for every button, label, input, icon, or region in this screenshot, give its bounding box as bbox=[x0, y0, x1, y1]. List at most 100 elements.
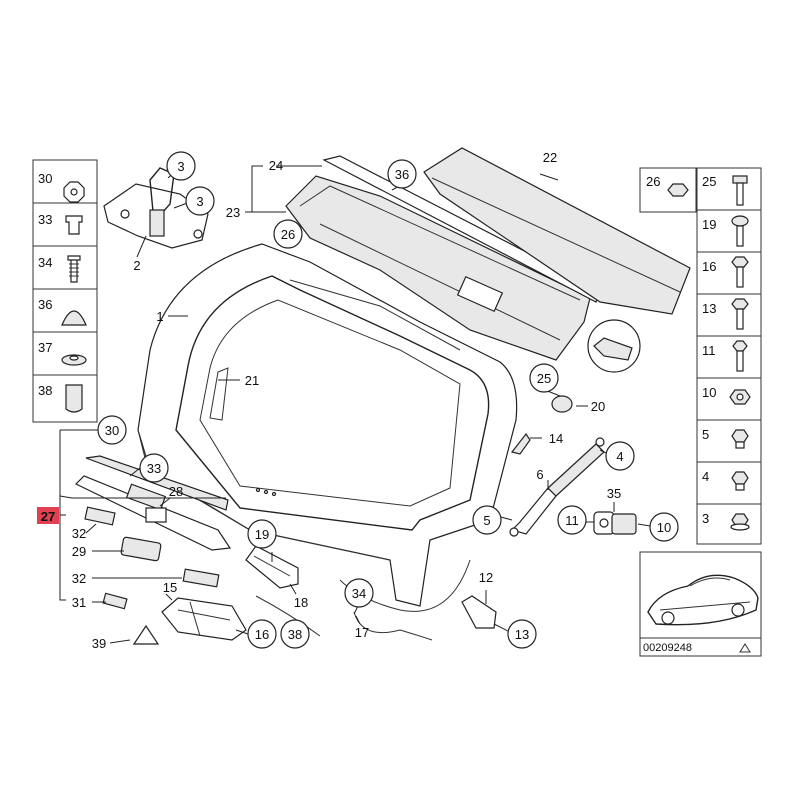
label-28: 28 bbox=[169, 484, 183, 499]
label-24: 24 bbox=[269, 158, 283, 173]
svg-text:4: 4 bbox=[616, 449, 623, 464]
callout-19: 19 bbox=[247, 519, 277, 549]
left-panel-label-34: 34 bbox=[38, 255, 52, 270]
callout-33: 33 bbox=[139, 453, 169, 483]
label-14: 14 bbox=[549, 431, 563, 446]
svg-text:18: 18 bbox=[294, 595, 308, 610]
svg-text:20: 20 bbox=[591, 399, 605, 414]
bump-stop-icon bbox=[65, 384, 83, 413]
license-trim-assembly bbox=[74, 455, 232, 588]
svg-text:3: 3 bbox=[177, 159, 184, 174]
svg-text:32: 32 bbox=[72, 526, 86, 541]
callout-16: 16 bbox=[247, 619, 277, 649]
spoiler-clip-detail bbox=[587, 319, 641, 373]
callout-34: 34 bbox=[344, 578, 374, 608]
highlighted-label-27: 27 bbox=[37, 507, 59, 524]
callout-3-hinge-top: 3 bbox=[166, 151, 196, 181]
svg-text:11: 11 bbox=[565, 513, 579, 528]
callout-26: 26 bbox=[273, 219, 303, 249]
right-panel-label-5: 5 bbox=[702, 427, 709, 442]
right-panel-label-25: 25 bbox=[702, 174, 716, 189]
buffer-assembly bbox=[593, 511, 637, 535]
right-panel-label-26: 26 bbox=[646, 174, 660, 189]
callout-36: 36 bbox=[387, 159, 417, 189]
warning-triangle-icon bbox=[739, 643, 751, 653]
left-panel-label-33: 33 bbox=[38, 212, 52, 227]
flange-nut-icon bbox=[730, 513, 750, 531]
label-21: 21 bbox=[245, 373, 259, 388]
label-6: 6 bbox=[536, 467, 543, 482]
svg-text:2: 2 bbox=[133, 258, 140, 273]
svg-text:25: 25 bbox=[537, 371, 551, 386]
svg-text:27: 27 bbox=[41, 509, 55, 524]
svg-text:13: 13 bbox=[515, 627, 529, 642]
release-cable bbox=[255, 595, 433, 641]
svg-text:3: 3 bbox=[196, 194, 203, 209]
left-panel-label-37: 37 bbox=[38, 340, 52, 355]
torx-bolt-icon bbox=[731, 215, 749, 247]
label-1: 1 bbox=[156, 309, 163, 324]
svg-text:36: 36 bbox=[395, 167, 409, 182]
striker-bracket bbox=[461, 595, 497, 629]
right-panel-label-10: 10 bbox=[702, 385, 716, 400]
right-panel-label-3: 3 bbox=[702, 511, 709, 526]
bolt-icon bbox=[732, 175, 748, 206]
svg-text:15: 15 bbox=[163, 580, 177, 595]
plastic-clip-icon bbox=[65, 215, 83, 235]
svg-text:24: 24 bbox=[269, 158, 283, 173]
svg-text:38: 38 bbox=[288, 627, 302, 642]
label-15: 15 bbox=[163, 580, 177, 595]
label-17: 17 bbox=[355, 625, 369, 640]
callout-13: 13 bbox=[507, 619, 537, 649]
hex-bolt-icon bbox=[731, 298, 749, 330]
rear-spoiler bbox=[423, 147, 691, 315]
label-23: 23 bbox=[226, 205, 240, 220]
callouts: 3 3 2 1 21 24 23 26 36 22 25 20 14 4 6 3… bbox=[72, 150, 679, 651]
svg-text:5: 5 bbox=[483, 513, 490, 528]
label-20: 20 bbox=[591, 399, 605, 414]
flange-bolt-icon bbox=[731, 256, 749, 288]
svg-text:33: 33 bbox=[147, 461, 161, 476]
vehicle-location-thumbnail: 00209248 bbox=[639, 551, 762, 657]
svg-text:30: 30 bbox=[105, 423, 119, 438]
svg-text:6: 6 bbox=[536, 467, 543, 482]
callout-4: 4 bbox=[605, 441, 635, 471]
callout-10: 10 bbox=[649, 512, 679, 542]
left-parts-panel: 30 33 34 36 37 38 bbox=[32, 159, 98, 423]
warning-label-icon bbox=[132, 624, 160, 645]
catalog-number: 00209248 bbox=[643, 642, 692, 654]
label-12: 12 bbox=[479, 570, 493, 585]
right-panel-label-19: 19 bbox=[702, 217, 716, 232]
svg-text:16: 16 bbox=[255, 627, 269, 642]
left-panel-label-36: 36 bbox=[38, 297, 52, 312]
hex-screw-icon bbox=[732, 340, 748, 372]
callout-5: 5 bbox=[472, 505, 502, 535]
label-2: 2 bbox=[133, 258, 140, 273]
svg-text:10: 10 bbox=[657, 520, 671, 535]
right-parts-panel: 26 25 19 16 13 11 10 5 4 3 bbox=[639, 167, 762, 545]
collar-nut-icon-2 bbox=[731, 471, 749, 491]
label-31: 31 bbox=[72, 595, 86, 610]
label-18: 18 bbox=[294, 595, 308, 610]
svg-text:14: 14 bbox=[549, 431, 563, 446]
tailgate-frame bbox=[137, 243, 518, 607]
svg-text:21: 21 bbox=[245, 373, 259, 388]
label-32-bottom: 32 bbox=[72, 571, 86, 586]
wedge-14 bbox=[510, 432, 531, 455]
svg-text:23: 23 bbox=[226, 205, 240, 220]
callout-3-hinge-mid: 3 bbox=[185, 186, 215, 216]
label-32-top: 32 bbox=[72, 526, 86, 541]
label-35: 35 bbox=[607, 486, 621, 501]
svg-text:19: 19 bbox=[255, 527, 269, 542]
svg-text:35: 35 bbox=[607, 486, 621, 501]
gas-strut bbox=[509, 437, 605, 537]
nut-icon bbox=[667, 183, 689, 197]
svg-text:32: 32 bbox=[72, 571, 86, 586]
label-22: 22 bbox=[543, 150, 557, 165]
tailgate-lock bbox=[102, 592, 247, 645]
svg-text:29: 29 bbox=[72, 544, 86, 559]
right-panel-label-4: 4 bbox=[702, 469, 709, 484]
svg-text:17: 17 bbox=[355, 625, 369, 640]
svg-text:26: 26 bbox=[281, 227, 295, 242]
